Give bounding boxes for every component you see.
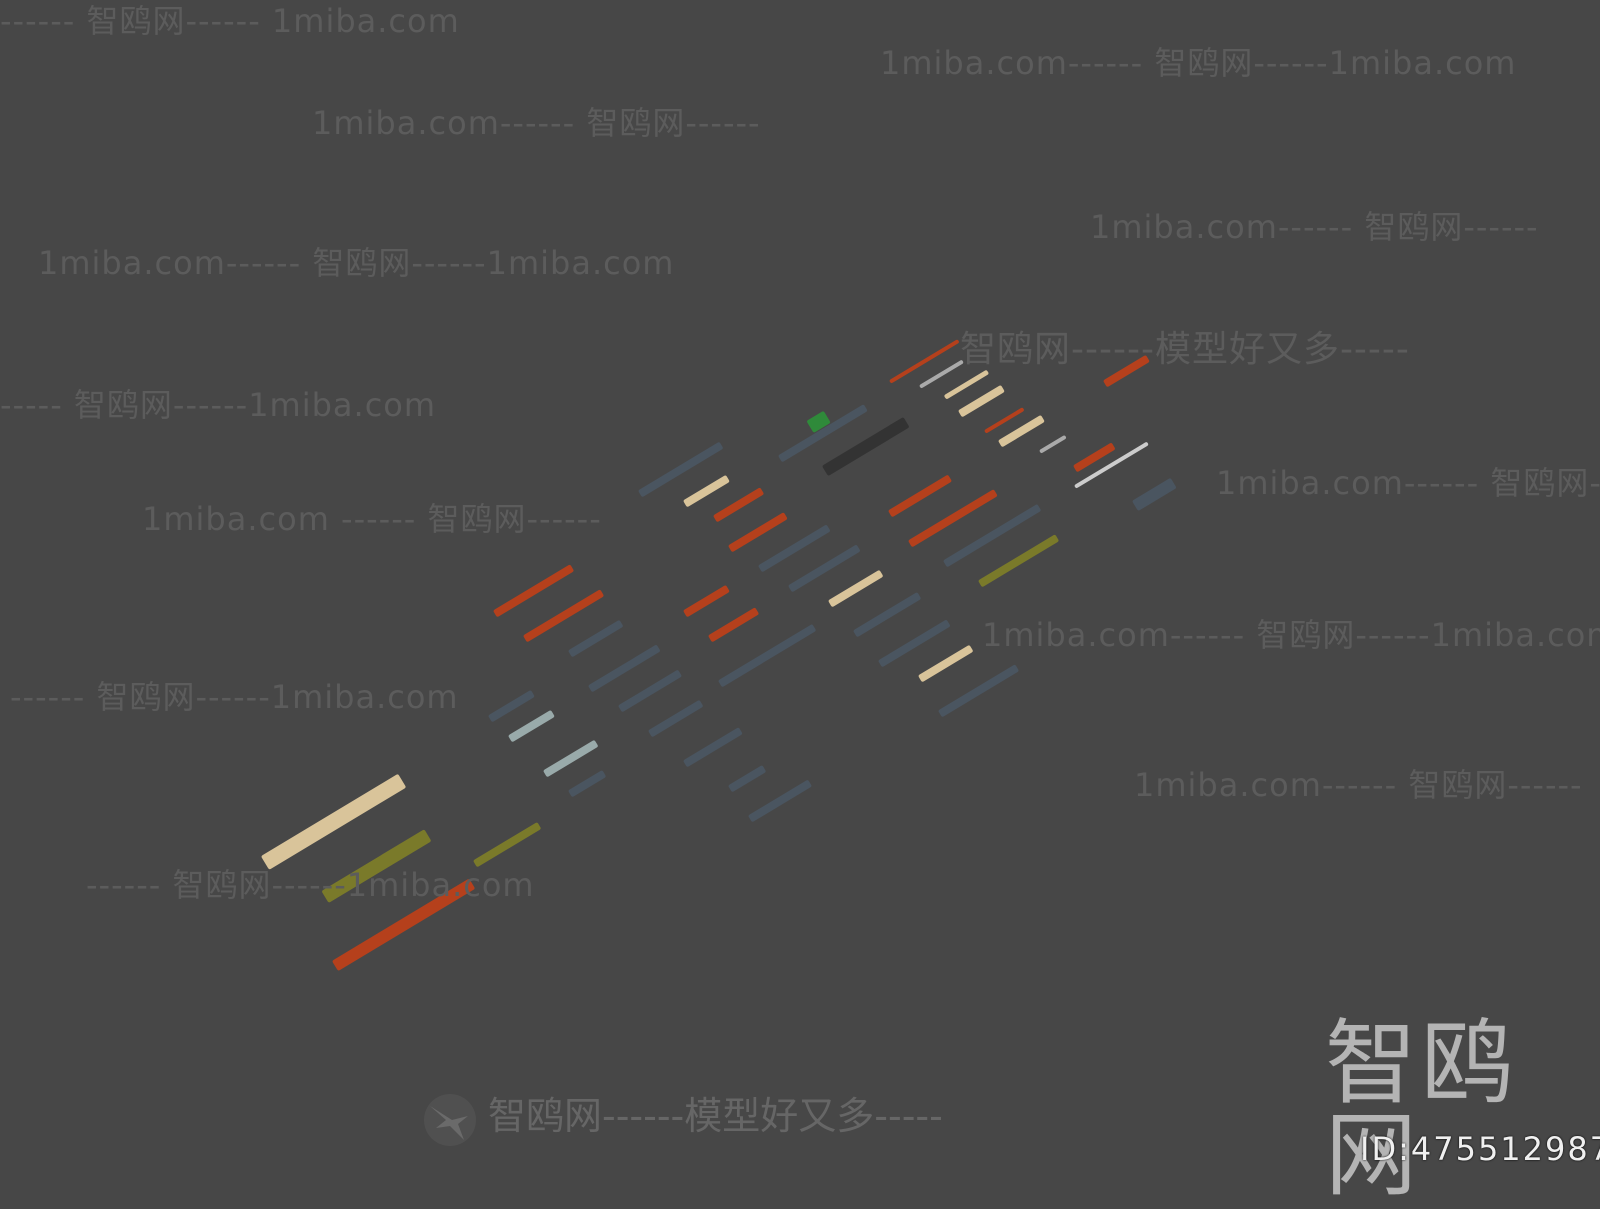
weapon-model: [888, 339, 960, 384]
watermark: ------ 智鸥网------1miba.com: [10, 678, 459, 716]
weapon-model: [852, 591, 922, 638]
watermark: 智鸥网------模型好又多-----: [960, 329, 1410, 370]
watermark: ------ 智鸥网------1miba.com: [86, 866, 535, 904]
weapon-model: [707, 607, 760, 643]
weapon-model: [957, 384, 1005, 418]
weapon-model: [567, 619, 624, 658]
watermark: 1miba.com ------ 智鸥网------: [142, 500, 602, 538]
watermark: ------ 智鸥网------ 1miba.com: [0, 2, 460, 40]
watermark: 1miba.com------ 智鸥网-: [1216, 464, 1600, 502]
weapon-model: [522, 589, 605, 643]
weapon-model: [682, 474, 730, 508]
weapon-model: [492, 564, 575, 618]
weapon-model: [717, 623, 817, 688]
model-id-label: ID:475512987: [1360, 1130, 1600, 1168]
weapon-model: [542, 739, 599, 778]
weapon-model: [787, 544, 861, 593]
weapon-model: [1038, 434, 1067, 454]
watermark: 1miba.com------ 智鸥网------: [1090, 208, 1539, 246]
watermark: 1miba.com------ 智鸥网------1miba.com: [982, 616, 1600, 654]
watermark: 1miba.com------ 智鸥网------1miba.com: [38, 244, 675, 282]
weapon-model: [1131, 477, 1177, 512]
weapon-model: [937, 664, 1020, 718]
bottom-banner-watermark: 智鸥网------模型好又多-----: [488, 1094, 943, 1138]
weapon-model: [507, 709, 555, 743]
weapon-model: [712, 487, 765, 523]
weapon-model: [682, 584, 730, 618]
weapon-model: [727, 512, 788, 553]
watermark: 1miba.com------ 智鸥网------1miba.com: [880, 44, 1517, 82]
weapon-model: [827, 569, 884, 608]
weapon-model: [747, 779, 813, 823]
corner-brand-logo: 智鸥网: [1325, 1010, 1518, 1209]
weapon-model: [567, 769, 607, 798]
weapon-model: [617, 669, 683, 713]
watermark: 1miba.com------ 智鸥网------: [312, 104, 761, 142]
weapon-model: [887, 474, 953, 518]
weapon-model: [977, 534, 1060, 588]
weapon-model: [487, 689, 535, 723]
weapon-model: [917, 644, 974, 683]
bird-logo-icon: [424, 1094, 476, 1146]
weapon-model: [647, 699, 704, 738]
weapon-model: [918, 359, 964, 389]
weapon-model: [727, 764, 767, 793]
watermark: 1miba.com------ 智鸥网------: [1134, 766, 1583, 804]
weapon-model: [877, 619, 951, 668]
watermark: ----- 智鸥网------1miba.com: [0, 386, 437, 424]
weapon-model: [472, 821, 542, 868]
weapon-model: [682, 727, 743, 768]
